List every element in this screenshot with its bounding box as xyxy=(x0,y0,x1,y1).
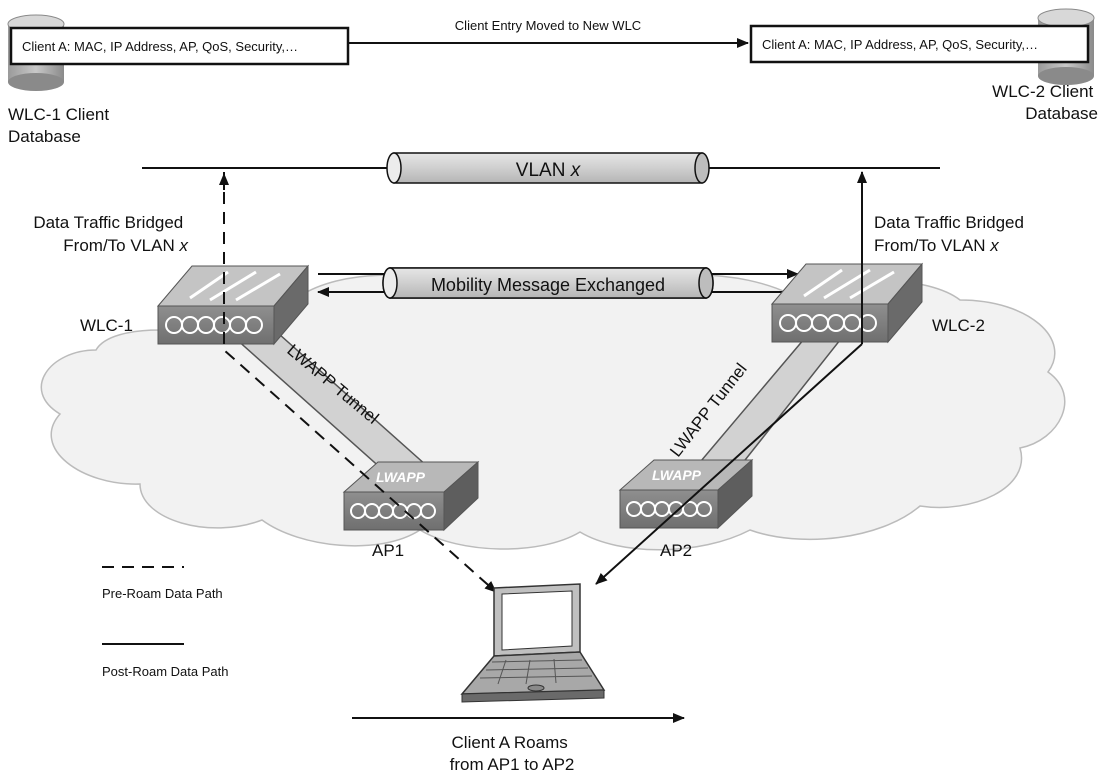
bridged-right-variable: x xyxy=(989,236,999,255)
wlc2-switch-icon xyxy=(770,262,924,344)
mobility-label-front: Mobility Message Exchanged xyxy=(431,275,665,295)
wlc1-label: WLC-1 xyxy=(80,316,133,335)
svg-text:VLAN x: VLAN x xyxy=(516,160,582,181)
client-laptop-icon xyxy=(460,583,606,703)
bridged-right-line2: From/To VLAN xyxy=(874,236,985,255)
wlc2-label: WLC-2 xyxy=(932,316,985,335)
bridged-left-line1: Data Traffic Bridged xyxy=(33,213,183,232)
vlan-variable: x xyxy=(570,160,582,181)
svg-text:Data Traffic Bridged From/: Data Traffic Bridged From/To VLAN x xyxy=(874,213,1029,255)
svg-text:Data Traffic Bridged From/: Data Traffic Bridged From/To VLAN x xyxy=(33,213,188,255)
legend-post-roam-label: Post-Roam Data Path xyxy=(102,664,228,679)
post-roam-data-path xyxy=(595,343,863,585)
ap2-logo: LWAPP xyxy=(652,467,702,483)
bridged-left-variable: x xyxy=(179,236,189,255)
wlc1-client-record: Client A: MAC, IP Address, AP, QoS, Secu… xyxy=(22,39,298,54)
roam-label-line1: Client A Roams xyxy=(452,733,568,752)
svg-text:WLC-1 Client Database: WLC-1 Client Database xyxy=(8,105,114,146)
wlc2-db-label-line2: Database xyxy=(1025,104,1098,123)
svg-text:Client A Roams from AP1 to: Client A Roams from AP1 to AP2 xyxy=(450,733,575,774)
roam-label-line2: from AP1 to AP2 xyxy=(450,755,575,774)
ap2-access-point-icon: LWAPP xyxy=(618,458,754,530)
vlan-label: VLAN xyxy=(516,160,566,181)
ap1-access-point-icon: LWAPP xyxy=(342,460,480,532)
vlan-pipe-icon xyxy=(386,152,710,184)
wlc2-client-record-box xyxy=(749,24,1090,64)
wlc1-db-label-line1: WLC-1 Client xyxy=(8,105,109,124)
svg-text:WLC-2 Client Database: WLC-2 Client Database xyxy=(992,82,1098,123)
pre-roam-data-path xyxy=(223,172,497,593)
bridged-right-line1: Data Traffic Bridged xyxy=(874,213,1024,232)
wlc2-client-record: Client A: MAC, IP Address, AP, QoS, Secu… xyxy=(762,37,1038,52)
ap1-label: AP1 xyxy=(372,541,404,560)
ap1-logo: LWAPP xyxy=(376,469,426,485)
wlc1-db-label-line2: Database xyxy=(8,127,81,146)
wlc2-db-label-line1: WLC-2 Client xyxy=(992,82,1093,101)
client-entry-move-label: Client Entry Moved to New WLC xyxy=(455,18,641,33)
bridged-left-line2: From/To VLAN xyxy=(63,236,174,255)
wlc1-client-record-box xyxy=(9,26,350,66)
ap2-label: AP2 xyxy=(660,541,692,560)
legend-pre-roam-label: Pre-Roam Data Path xyxy=(102,586,223,601)
wlc1-switch-icon xyxy=(156,264,310,346)
